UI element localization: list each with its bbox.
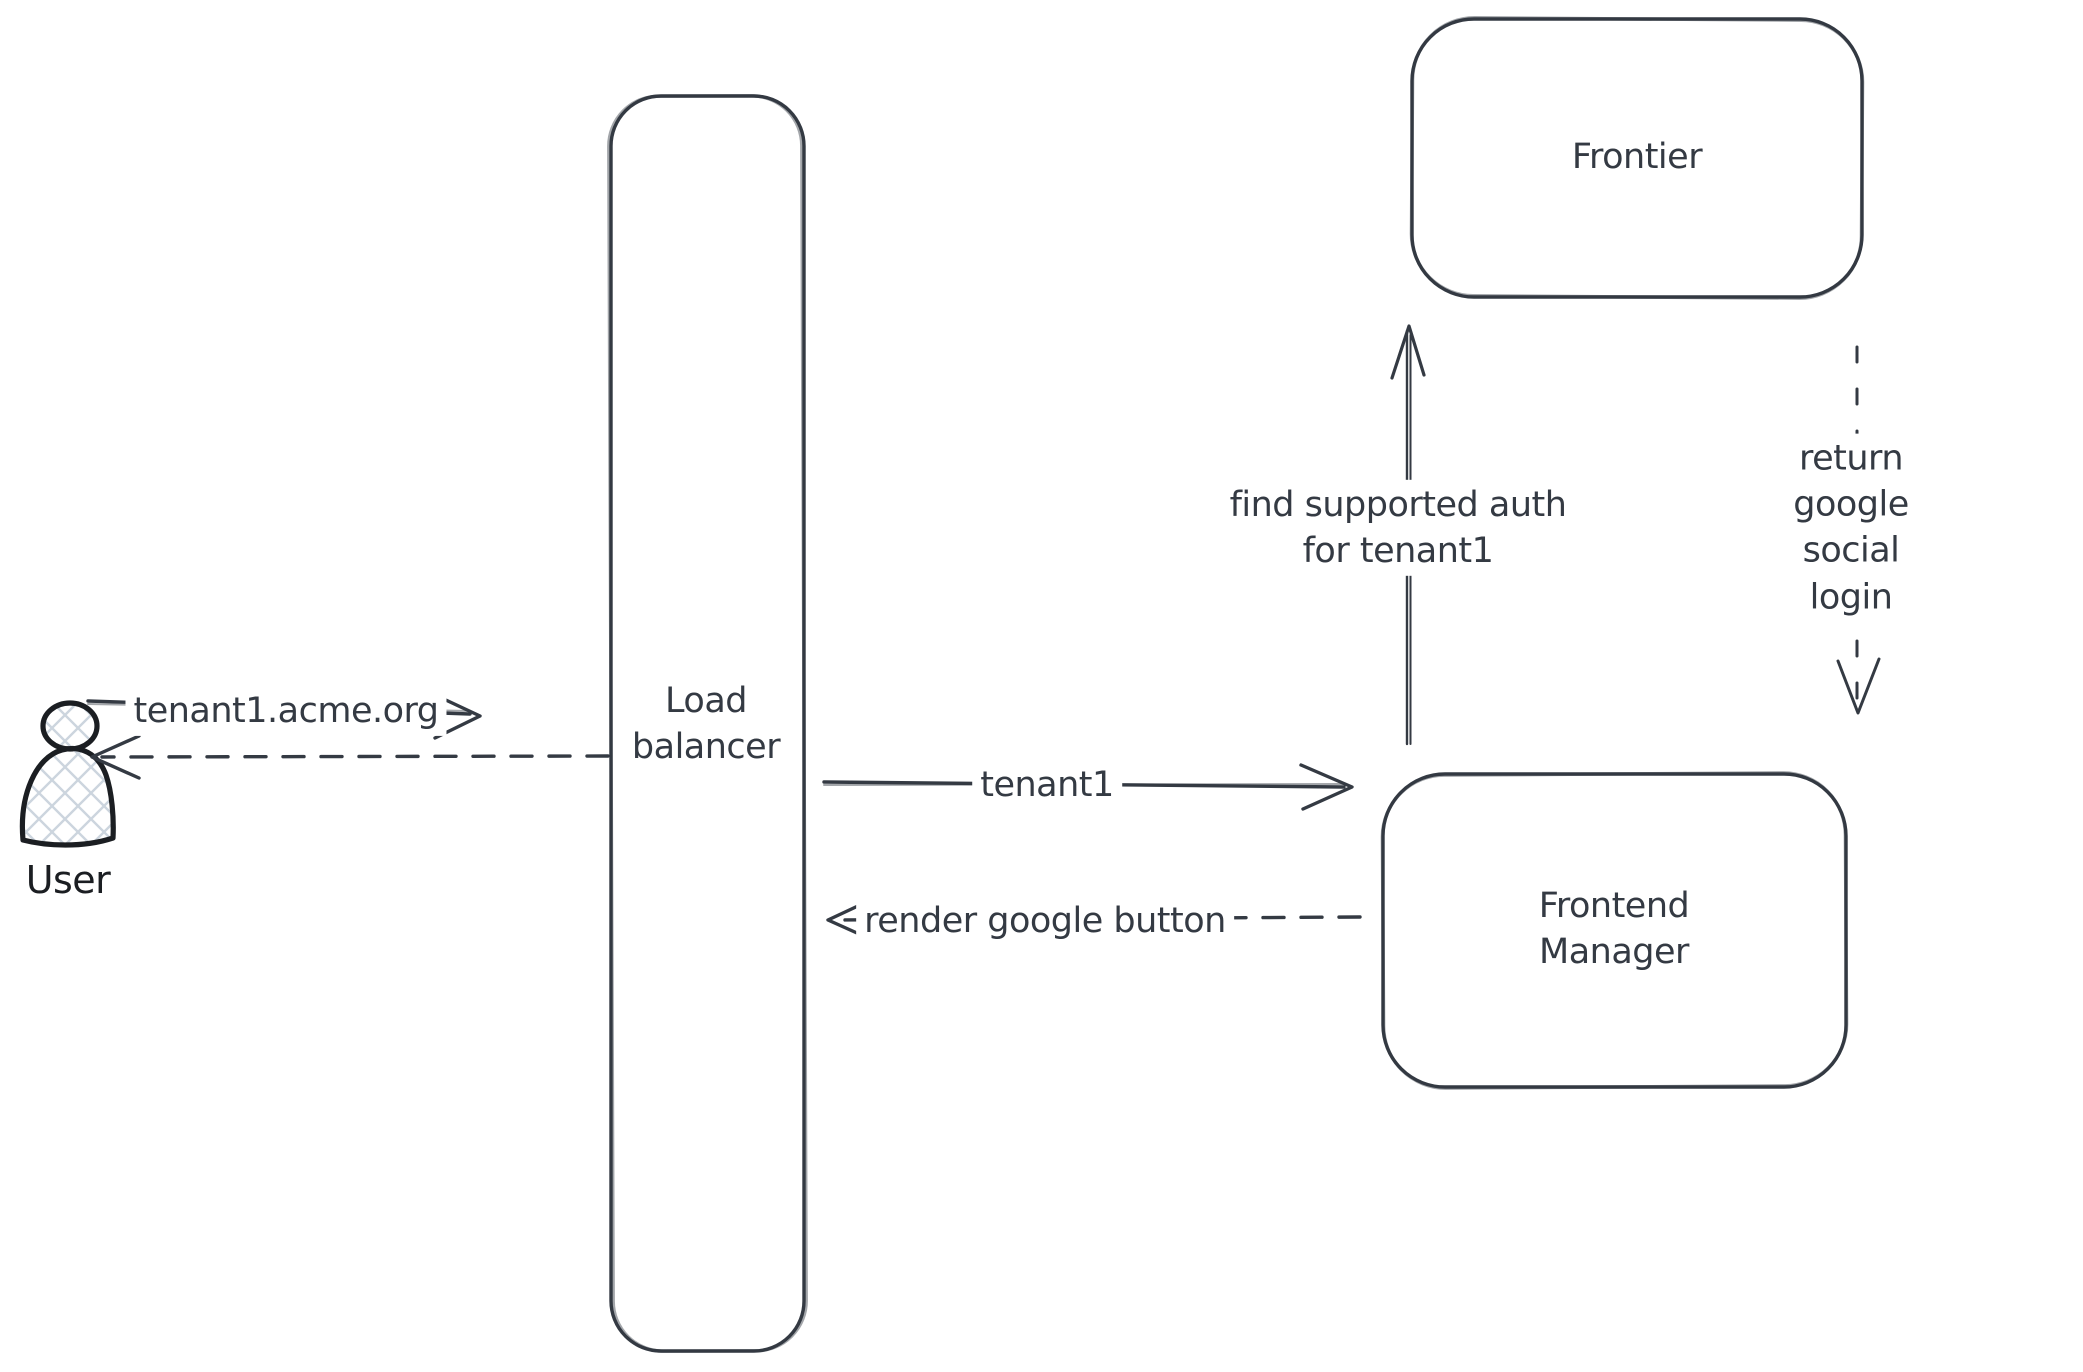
edge-user-to-lb: [86, 692, 482, 740]
frontend-manager-node: [1380, 771, 1849, 1090]
frontier-box: [1410, 17, 1864, 299]
edge-fm-to-lb: [826, 896, 1362, 944]
arrowhead-right: [1299, 763, 1354, 811]
frontend-manager-box: [1381, 772, 1848, 1089]
edge-lb-to-user: [90, 734, 610, 780]
edge-lb-to-fm: [822, 763, 1354, 811]
edge-frontier-to-fm: [1836, 345, 1881, 715]
arrow-line-dashed: [100, 754, 610, 759]
sketch-overstroke: [1409, 16, 1865, 300]
arrowhead-left: [90, 734, 141, 780]
user-actor-icon: [19, 700, 116, 848]
user-head: [40, 700, 100, 752]
arrowhead-right: [431, 692, 482, 740]
user-body: [19, 746, 116, 848]
sketch-overstroke: [607, 94, 808, 1353]
sketch-overstroke: [1380, 771, 1849, 1090]
sketch-overstroke: [87, 703, 471, 712]
load-balancer-box: [609, 94, 806, 1353]
edge-fm-to-frontier: [1390, 324, 1426, 746]
arrowhead-down: [1836, 657, 1881, 715]
load-balancer-node: [607, 94, 808, 1353]
arrowhead-up: [1390, 324, 1426, 380]
sketch-overstroke: [823, 783, 1345, 786]
frontier-node: [1409, 16, 1865, 300]
arrow-line-dashed: [838, 915, 1362, 922]
